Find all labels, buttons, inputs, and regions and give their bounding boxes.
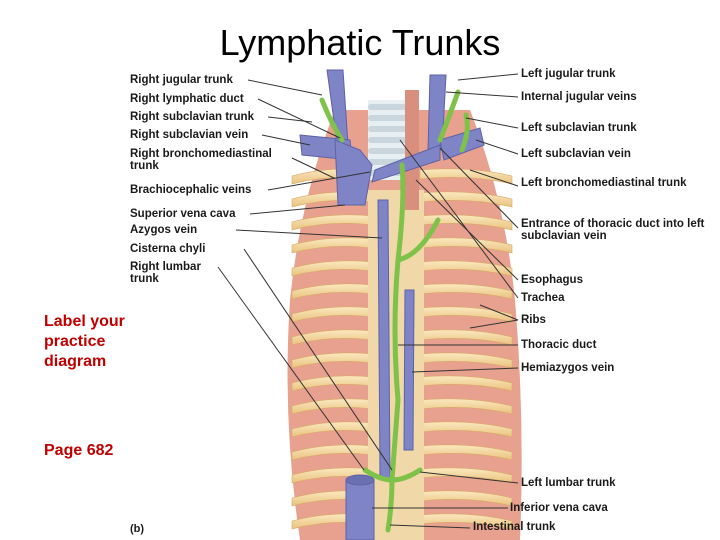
page-reference: Page 682	[44, 442, 114, 459]
label-left-subclavian-trunk: Left subclavian trunk	[521, 122, 637, 134]
label-thoracic-duct: Thoracic duct	[521, 339, 597, 351]
lymphatic-ducts	[319, 89, 470, 533]
trachea-ring	[368, 137, 410, 143]
label-azygos-vein: Azygos vein	[130, 224, 198, 236]
rib	[291, 283, 373, 300]
ribs	[291, 168, 513, 530]
rib	[291, 421, 373, 438]
rib	[419, 513, 513, 530]
rib	[419, 283, 513, 300]
rib	[419, 490, 513, 507]
label-hemiazygos-vein: Hemiazygos vein	[521, 362, 615, 374]
rib	[419, 421, 513, 438]
label-right-subclavian-trunk: Right subclavian trunk	[130, 111, 254, 123]
practice-note: Label your practice diagram	[44, 313, 125, 370]
label-superior-vena-cava: Superior vena cava	[130, 208, 236, 220]
label-right-lymphatic-duct: Right lymphatic duct	[130, 93, 244, 105]
rib	[419, 398, 513, 415]
rib	[291, 260, 373, 277]
label-right-subclavian-vein: Right subclavian vein	[130, 129, 249, 141]
trachea-ring	[368, 104, 410, 110]
trachea-ring	[368, 148, 410, 154]
label-brachiocephalic-veins: Brachiocephalic veins	[130, 184, 252, 196]
label-left-bronchomediastinal-trunk: Left bronchomediastinal trunk	[521, 177, 687, 189]
esophagus	[405, 90, 419, 210]
trachea-ring	[368, 126, 410, 132]
label-right-lumbar-trunk: Right lumbar trunk	[130, 261, 201, 285]
label-right-bronchomediastinal-trunk: Right bronchomediastinal trunk	[130, 148, 272, 172]
label-left-jugular-trunk: Left jugular trunk	[521, 68, 616, 80]
label-cisterna-chyli: Cisterna chyli	[130, 243, 206, 255]
rib	[291, 214, 373, 231]
rib	[419, 306, 513, 323]
label-esophagus: Esophagus	[521, 274, 583, 286]
label-right-jugular-trunk: Right jugular trunk	[130, 74, 233, 86]
rib	[419, 191, 513, 208]
label-internal-jugular-veins: Internal jugular veins	[521, 91, 637, 103]
rib	[419, 375, 513, 392]
trachea-ring	[368, 115, 410, 121]
rib	[419, 260, 513, 277]
rib	[419, 214, 513, 231]
label-intestinal-trunk: Intestinal trunk	[473, 521, 556, 533]
panel-label: (b)	[130, 523, 145, 535]
rib	[419, 237, 513, 254]
page-title: Lymphatic Trunks	[219, 22, 501, 63]
rib	[291, 329, 373, 346]
rib	[291, 306, 373, 323]
rib	[291, 352, 373, 369]
label-left-subclavian-vein: Left subclavian vein	[521, 148, 631, 160]
rib	[291, 375, 373, 392]
label-left-lumbar-trunk: Left lumbar trunk	[521, 477, 616, 489]
rib	[419, 467, 513, 484]
label-inferior-vena-cava: Inferior vena cava	[510, 502, 608, 514]
rib	[419, 444, 513, 461]
label-trachea: Trachea	[521, 292, 565, 304]
label-thoracic-duct-entrance: Entrance of thoracic duct into left subc…	[521, 218, 705, 242]
label-ribs: Ribs	[521, 314, 546, 326]
rib	[291, 237, 373, 254]
